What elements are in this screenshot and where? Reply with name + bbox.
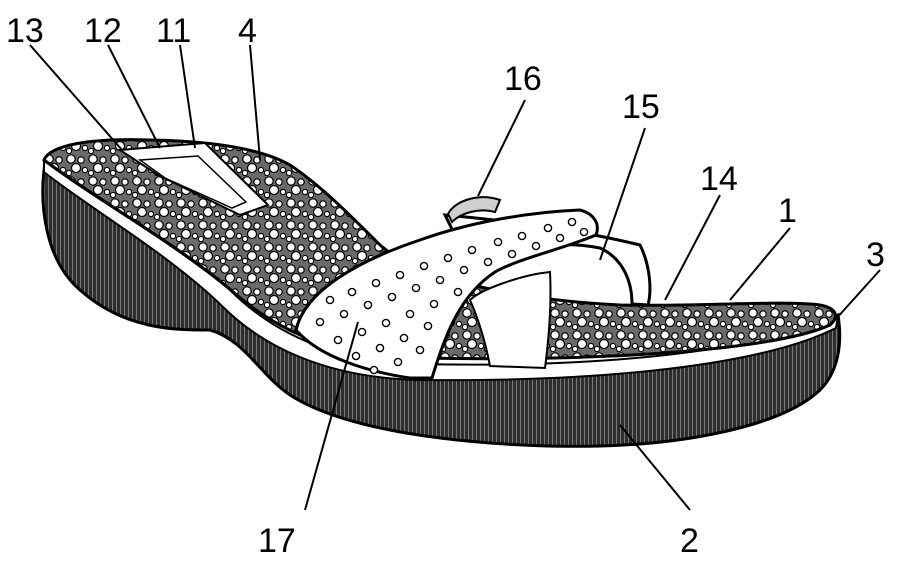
perforation-hole xyxy=(531,241,541,251)
leader-1 xyxy=(729,227,791,301)
strap-rivet xyxy=(446,196,502,224)
label-4: 4 xyxy=(238,12,257,50)
label-14: 14 xyxy=(700,160,738,198)
label-13: 13 xyxy=(6,12,44,50)
label-11: 11 xyxy=(156,12,191,50)
perforation-hole xyxy=(493,237,503,247)
strap-gap xyxy=(468,270,552,370)
label-16: 16 xyxy=(504,60,542,98)
perforation-hole xyxy=(369,365,379,375)
perforation-hole xyxy=(375,343,385,353)
perforation-hole xyxy=(435,275,445,285)
perforation-hole xyxy=(517,231,527,241)
perforation-holes xyxy=(315,217,589,375)
label-2: 2 xyxy=(680,522,699,560)
perforation-hole xyxy=(351,351,361,361)
heel-insert-inner xyxy=(137,155,248,209)
leader-14 xyxy=(664,194,721,301)
perforation-hole xyxy=(381,318,391,328)
label-17: 17 xyxy=(258,522,296,560)
perforation-hole xyxy=(507,249,517,259)
perforation-hole xyxy=(395,270,405,280)
leader-12 xyxy=(107,44,161,149)
perforation-hole xyxy=(443,253,453,263)
perforation-hole xyxy=(423,321,433,331)
perforation-hole xyxy=(405,309,415,319)
perforation-hole xyxy=(347,287,357,297)
perforation-hole xyxy=(483,257,493,267)
front-strap xyxy=(294,208,599,380)
label-12: 12 xyxy=(84,12,122,50)
perforation-hole xyxy=(543,223,553,233)
label-1: 1 xyxy=(778,192,797,230)
perforation-hole xyxy=(371,278,381,288)
perforation-hole xyxy=(579,227,589,237)
perforation-hole xyxy=(429,299,439,309)
perforation-hole xyxy=(387,292,397,302)
perforation-hole xyxy=(567,217,577,227)
leader-13 xyxy=(29,44,123,151)
leader-2 xyxy=(619,424,691,511)
perforation-hole xyxy=(393,357,403,367)
perforation-hole xyxy=(467,245,477,255)
leader-17 xyxy=(304,321,359,511)
perforation-hole xyxy=(399,333,409,343)
perforation-hole xyxy=(453,287,463,297)
perforation-hole xyxy=(339,309,349,319)
perforation-hole xyxy=(333,335,343,345)
perforation-hole xyxy=(415,345,425,355)
leader-3 xyxy=(834,269,881,321)
perforation-hole xyxy=(363,300,373,310)
perforation-hole xyxy=(459,265,469,275)
leader-11 xyxy=(179,44,196,149)
perforation-hole xyxy=(419,261,429,271)
leader-16 xyxy=(477,99,526,197)
label-3: 3 xyxy=(866,236,885,274)
perforation-hole xyxy=(315,317,325,327)
label-15: 15 xyxy=(622,88,660,126)
perforation-hole xyxy=(555,233,565,243)
perforation-hole xyxy=(325,295,335,305)
perforation-hole xyxy=(411,283,421,293)
leader-15 xyxy=(599,127,646,261)
perforation-hole xyxy=(357,327,367,337)
leader-4 xyxy=(249,44,261,161)
